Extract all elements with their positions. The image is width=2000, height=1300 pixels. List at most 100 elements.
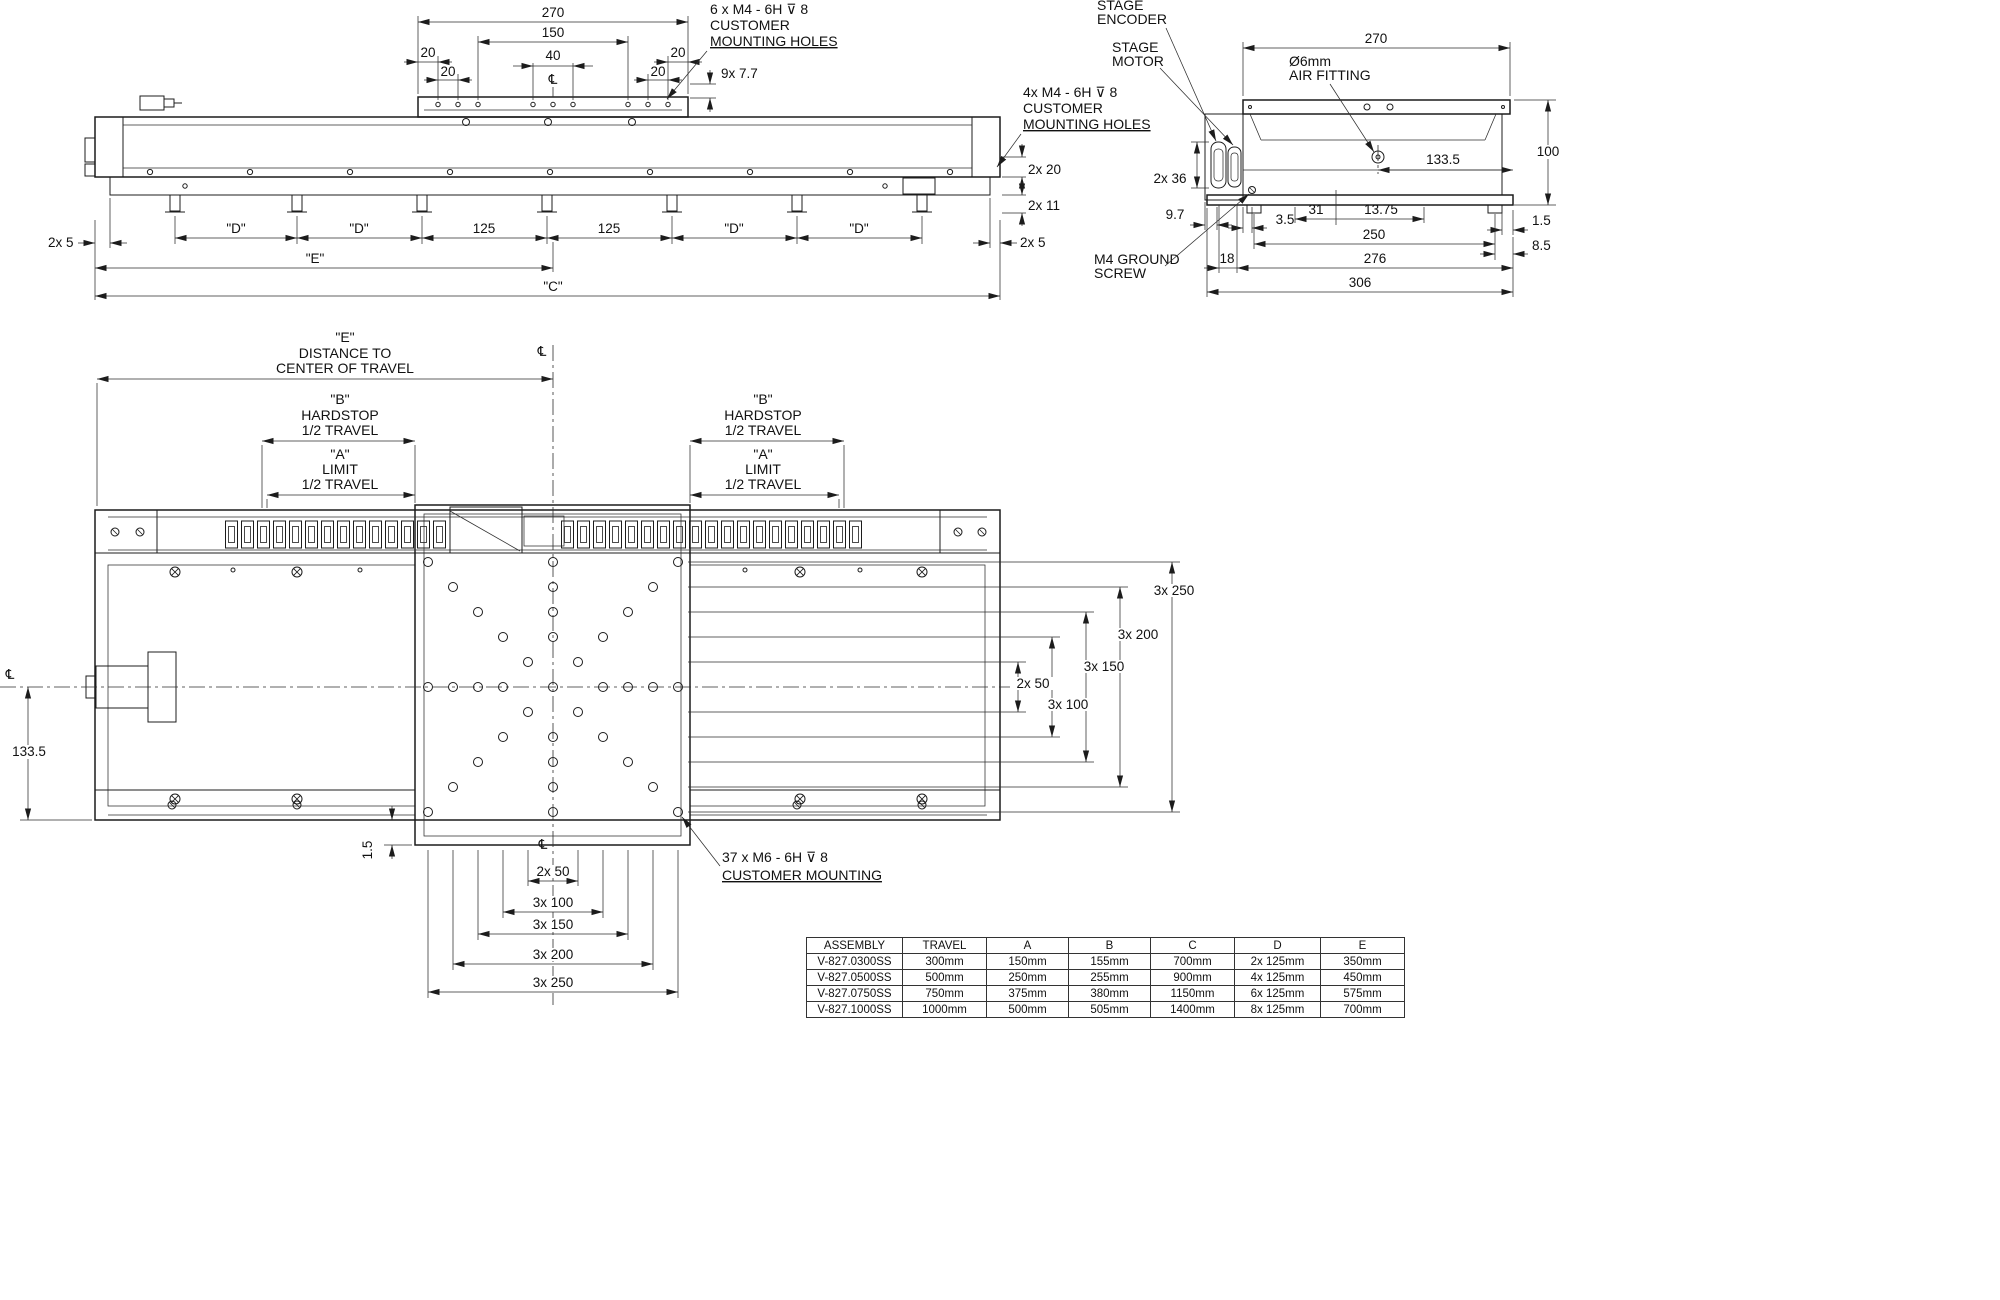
table-cell: 155mm: [1068, 953, 1151, 970]
air-fitting-label-1: Ø6mm: [1289, 53, 1331, 69]
dim-13-75-label: 13.75: [1364, 202, 1398, 217]
callout-4xm4-line3: MOUNTING HOLES: [1023, 116, 1151, 132]
dim-3x250-right-label: 3x 250: [1154, 583, 1195, 598]
dim-20-label-2: 20: [440, 64, 455, 79]
limit-A-right-2: LIMIT: [745, 461, 781, 477]
top-view-linework: [0, 345, 1010, 1005]
table-cell: V-827.0500SS: [806, 969, 903, 986]
hardstop-B-left-1: "B": [330, 391, 349, 407]
table-cell: 8x 125mm: [1234, 1001, 1321, 1018]
table-header-row: ASSEMBLY TRAVEL A B C D E: [806, 937, 1405, 954]
dim-133-5-top-label: 133.5: [12, 744, 46, 759]
dim-9x77-label: 9x 7.7: [721, 66, 758, 81]
table-cell: 500mm: [986, 1001, 1069, 1018]
dim-3x200-right-label: 3x 200: [1118, 627, 1159, 642]
table-cell: 4x 125mm: [1234, 969, 1321, 986]
table-cell: 500mm: [902, 969, 987, 986]
limit-A-left-2: LIMIT: [322, 461, 358, 477]
table-cell: 700mm: [1150, 953, 1235, 970]
table-header-travel: TRAVEL: [902, 937, 987, 954]
centerline-symbol-travel: ℄: [537, 344, 547, 359]
dim-1-5-top-label: 1.5: [360, 841, 375, 860]
centerline-symbol-top: ℄: [548, 72, 558, 87]
table-cell: 380mm: [1068, 985, 1151, 1002]
limit-A-left-3: 1/2 TRAVEL: [302, 476, 379, 492]
top-view: "E" DISTANCE TO CENTER OF TRAVEL ℄ "B" H…: [0, 329, 1198, 1005]
end-view-annotations: STAGE ENCODER STAGE MOTOR Ø6mm AIR FITTI…: [1094, 0, 1375, 281]
dim-125-label-2: 125: [598, 221, 621, 236]
end-view-dimensions: 270 100 133.5 2x 36 9.7 3.5 31 13.75 1.5…: [1153, 31, 1563, 297]
dim-D-label-3: "D": [724, 221, 744, 236]
dim-40-label: 40: [545, 48, 560, 63]
dim-100-label: 100: [1537, 144, 1560, 159]
dim-250-label: 250: [1363, 227, 1386, 242]
ground-screw-label-2: SCREW: [1094, 265, 1147, 281]
table-row: V-827.0750SS 750mm 375mm 380mm 1150mm 6x…: [806, 985, 1405, 1002]
dim-133-5-end-label: 133.5: [1426, 152, 1460, 167]
hardstop-B-right-1: "B": [753, 391, 772, 407]
ground-screw-label-1: M4 GROUND: [1094, 251, 1180, 267]
table-cell: 2x 125mm: [1234, 953, 1321, 970]
table-header-e: E: [1320, 937, 1405, 954]
dim-20-label-1: 20: [420, 45, 435, 60]
table-header-assembly: ASSEMBLY: [806, 937, 903, 954]
end-view: STAGE ENCODER STAGE MOTOR Ø6mm AIR FITTI…: [1094, 0, 1563, 297]
dim-20-label-3: 20: [670, 45, 685, 60]
table-cell: V-827.1000SS: [806, 1001, 903, 1018]
dim-1-5-end-label: 1.5: [1532, 213, 1551, 228]
dim-2x20-label: 2x 20: [1028, 162, 1061, 177]
stage-encoder-label-1: STAGE: [1097, 0, 1143, 13]
table-header-a: A: [986, 937, 1069, 954]
travel-E-label-2: DISTANCE TO: [299, 345, 392, 361]
centerline-symbol-bottom: ℄: [538, 837, 548, 852]
end-view-linework: [1204, 99, 1514, 214]
callout-37xm6-line2: CUSTOMER MOUNTING: [722, 867, 882, 883]
limit-A-right-3: 1/2 TRAVEL: [725, 476, 802, 492]
table-header-c: C: [1150, 937, 1235, 954]
callout-6xm4-line1: 6 x M4 - 6H ⊽ 8: [710, 1, 808, 17]
table-cell: 700mm: [1320, 1001, 1405, 1018]
limit-A-right-1: "A": [753, 446, 772, 462]
table-row: V-827.0300SS 300mm 150mm 155mm 700mm 2x …: [806, 953, 1405, 970]
stage-encoder-label-2: ENCODER: [1097, 11, 1167, 27]
dim-18-label: 18: [1219, 251, 1234, 266]
dim-2x5-right-label: 2x 5: [1020, 235, 1046, 250]
table-cell: 150mm: [986, 953, 1069, 970]
centerline-symbol-left: ℄: [5, 667, 15, 682]
table-cell: 250mm: [986, 969, 1069, 986]
table-header-b: B: [1068, 937, 1151, 954]
side-view: 270 150 40 ℄ 20 20 20 20 9x 7.7 6 x M4 -…: [48, 1, 1151, 300]
hardstop-B-right-3: 1/2 TRAVEL: [725, 422, 802, 438]
dim-3x150-right-label: 3x 150: [1084, 659, 1125, 674]
air-fitting-label-2: AIR FITTING: [1289, 67, 1371, 83]
dim-276-label: 276: [1364, 251, 1387, 266]
table-cell: 1000mm: [902, 1001, 987, 1018]
table-cell: 900mm: [1150, 969, 1235, 986]
cable-chain-right: [560, 520, 864, 550]
dim-3x100-right-label: 3x 100: [1048, 697, 1089, 712]
dim-2x5-left-label: 2x 5: [48, 235, 74, 250]
dim-2x50-right-label: 2x 50: [1016, 676, 1049, 691]
table-row: V-827.1000SS 1000mm 500mm 505mm 1400mm 8…: [806, 1001, 1405, 1018]
table-cell: 575mm: [1320, 985, 1405, 1002]
assembly-table: ASSEMBLY TRAVEL A B C D E V-827.0300SS 3…: [806, 937, 1405, 1018]
callout-4xm4-line2: CUSTOMER: [1023, 100, 1103, 116]
dim-31-label: 31: [1308, 202, 1323, 217]
dim-3x150-bottom-label: 3x 150: [533, 917, 574, 932]
table-cell: 505mm: [1068, 1001, 1151, 1018]
dim-C-label: "C": [543, 279, 563, 294]
side-view-linework: [84, 95, 1001, 213]
top-view-dimensions: "E" DISTANCE TO CENTER OF TRAVEL ℄ "B" H…: [5, 329, 1198, 998]
dim-3-5-label: 3.5: [1276, 212, 1295, 227]
table-cell: 255mm: [1068, 969, 1151, 986]
dim-125-label-1: 125: [473, 221, 496, 236]
dim-150-label: 150: [542, 25, 565, 40]
callout-4xm4-line1: 4x M4 - 6H ⊽ 8: [1023, 84, 1117, 100]
dim-8-5-label: 8.5: [1532, 238, 1551, 253]
dim-270-end-label: 270: [1365, 31, 1388, 46]
callout-37xm6-line1: 37 x M6 - 6H ⊽ 8: [722, 849, 828, 865]
dim-D-label-2: "D": [349, 221, 369, 236]
stage-motor-label-2: MOTOR: [1112, 53, 1164, 69]
